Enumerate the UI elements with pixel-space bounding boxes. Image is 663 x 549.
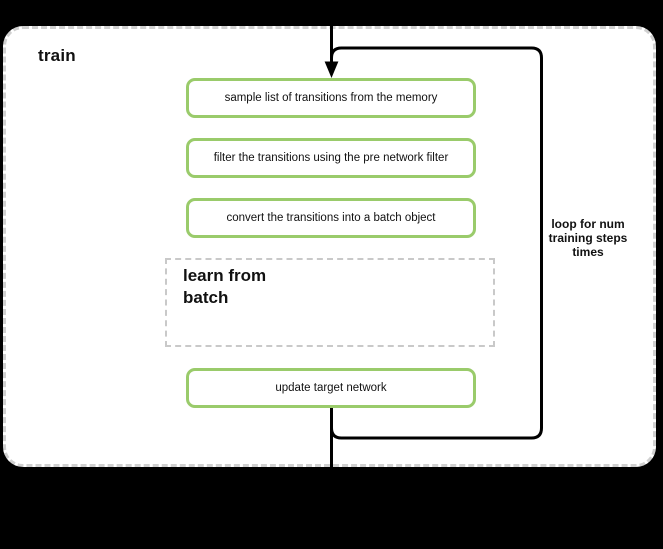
- learn-from-batch-label: learn from batch: [183, 266, 267, 307]
- loop-annotation: loop for num training steps times: [548, 217, 628, 259]
- step-label: filter the transitions using the pre net…: [213, 151, 449, 164]
- step-convert-to-batch: convert the transitions into a batch obj…: [186, 198, 476, 238]
- step-label: convert the transitions into a batch obj…: [226, 211, 436, 224]
- train-title: train: [38, 46, 76, 65]
- step-filter-transitions: filter the transitions using the pre net…: [186, 138, 476, 178]
- step-label: update target network: [275, 381, 387, 394]
- step-sample-transitions: sample list of transitions from the memo…: [186, 78, 476, 118]
- step-update-target-network: update target network: [186, 368, 476, 408]
- step-label: sample list of transitions from the memo…: [224, 91, 438, 104]
- learn-from-batch-box: learn from batch: [165, 258, 495, 347]
